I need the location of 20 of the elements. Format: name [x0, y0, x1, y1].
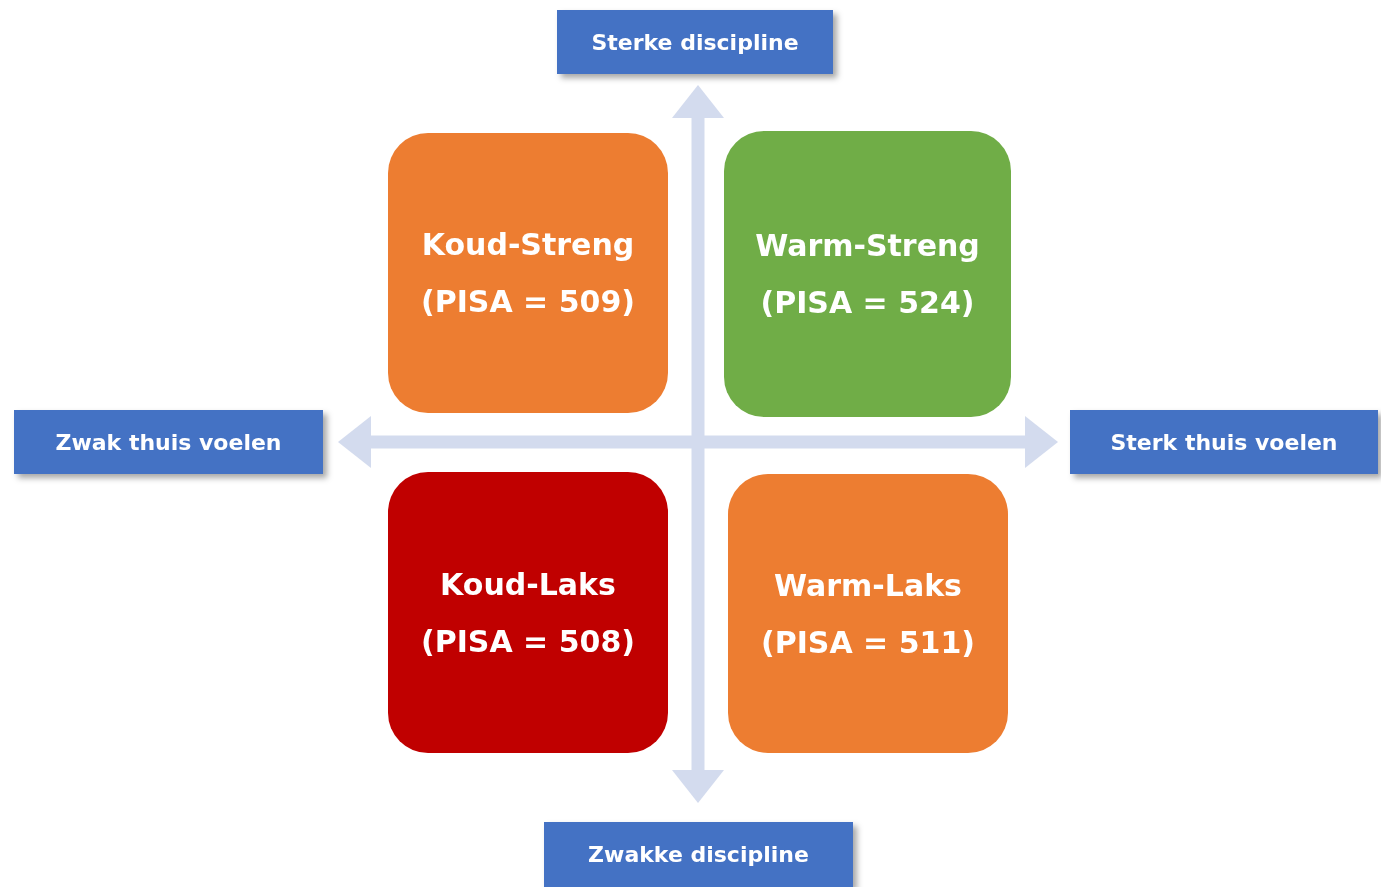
axis-label: Sterke discipline: [591, 29, 799, 55]
quadrant-title: Warm-Laks: [774, 567, 962, 603]
axis-label-box: [1070, 410, 1378, 474]
axis-label-box: [544, 822, 853, 887]
score-text: (PISA = 508): [420, 623, 635, 659]
score-text: (PISA = 511): [760, 624, 975, 660]
quadrant-title: Koud-Laks: [440, 566, 616, 602]
axis-label: Zwak thuis voelen: [55, 429, 282, 455]
quadrant-title: Warm-Streng: [755, 228, 980, 263]
score-text: (PISA = 509): [420, 284, 635, 319]
quadrant-title: Koud-Streng: [421, 227, 635, 262]
quadrant-box: [388, 472, 668, 753]
axis-label-box: [14, 410, 323, 474]
axis-label-box: [557, 10, 833, 74]
quadrant-box: [728, 474, 1008, 753]
quadrant-box: [388, 133, 668, 413]
axis-label: Sterk thuis voelen: [1110, 429, 1338, 455]
axis-label: Zwakke discipline: [588, 842, 809, 867]
quadrant-box: [724, 131, 1011, 417]
score-text: (PISA = 524): [760, 285, 975, 320]
